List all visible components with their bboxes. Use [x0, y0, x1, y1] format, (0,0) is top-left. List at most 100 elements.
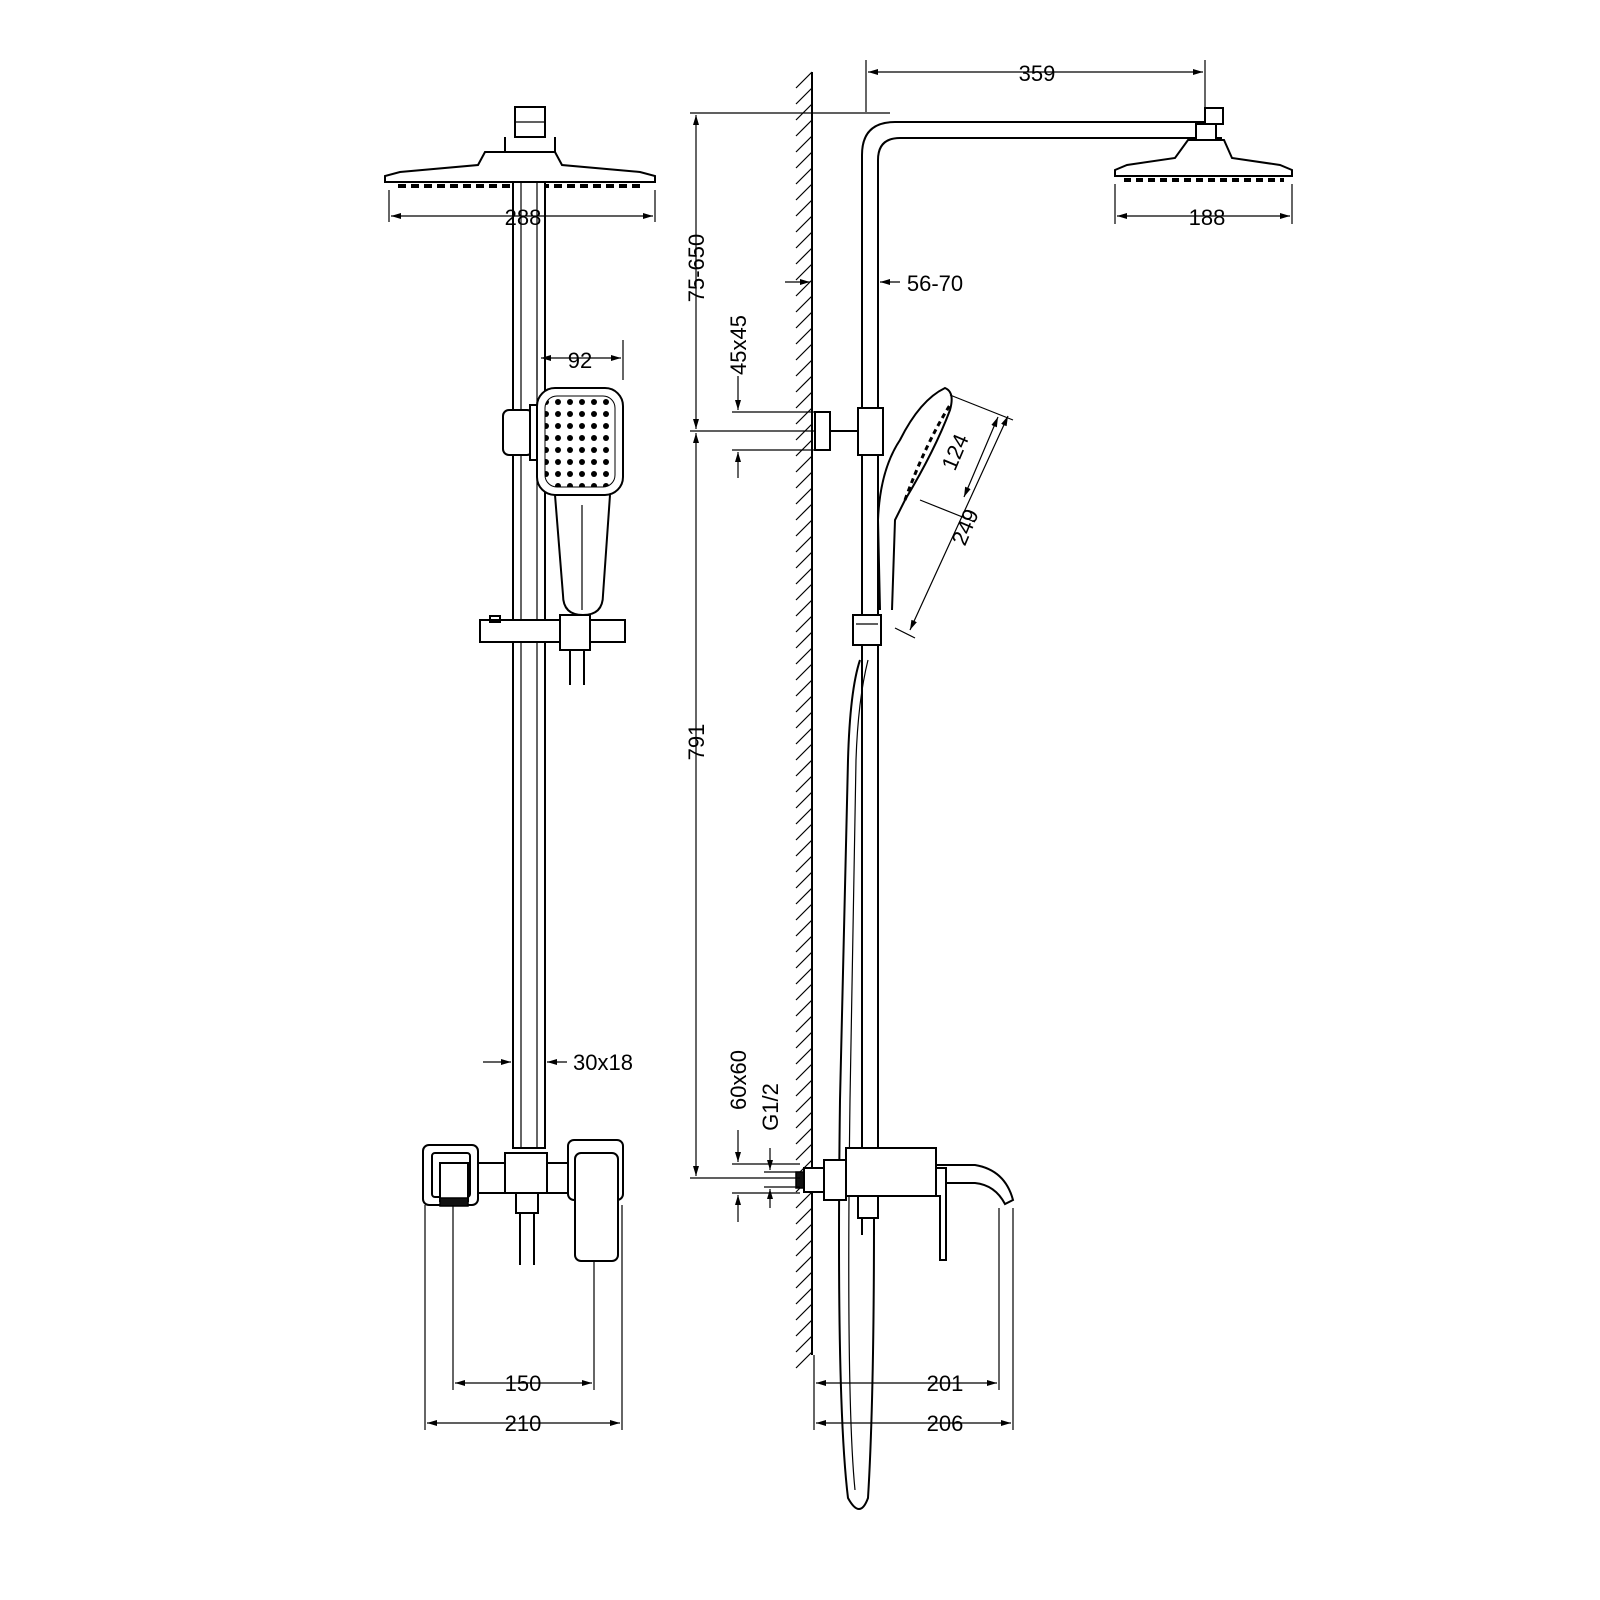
wall-hatch-line — [795, 807, 813, 825]
wall-hatch-line — [795, 311, 813, 329]
wall-hatch-line — [795, 695, 813, 713]
dim-rail-section: 30x18 — [573, 1050, 633, 1075]
wall-hatch-line — [795, 247, 813, 265]
wall-hatch-line — [795, 359, 813, 377]
side-dimension-labels: 359 188 56-70 75-650 45x45 124 249 791 6… — [684, 61, 1225, 1436]
dim-head-width: 288 — [505, 205, 542, 230]
wall-hatch-line — [795, 647, 813, 665]
wall-hatch-line — [795, 87, 813, 105]
dim-handshower-length: 249 — [946, 505, 983, 549]
dim-height-adjust: 75-650 — [684, 234, 709, 303]
wall-hatch-line — [795, 1127, 813, 1145]
wall-hatch-line — [795, 1015, 813, 1033]
wall-hatch-line — [795, 951, 813, 969]
wall-hatch-line — [795, 583, 813, 601]
wall-hatch-line — [795, 631, 813, 649]
front-rail — [512, 181, 546, 1149]
wall-hatch-line — [795, 791, 813, 809]
side-column — [861, 107, 1224, 1148]
wall-hatch-line — [795, 839, 813, 857]
side-dimensions — [690, 60, 1293, 1430]
wall-hatch-line — [795, 407, 813, 425]
side-mixer — [795, 1147, 1015, 1261]
dim-bracket-size: 45x45 — [726, 315, 751, 375]
wall-hatch-line — [795, 1303, 813, 1321]
wall-hatch-line — [795, 343, 813, 361]
wall-hatch-line — [795, 231, 813, 249]
wall-hatch-line — [795, 855, 813, 873]
wall-hatch-line — [795, 1319, 813, 1337]
wall-hatch-line — [795, 183, 813, 201]
dim-mixer-inner: 150 — [505, 1371, 542, 1396]
wall-hatch-line — [795, 1223, 813, 1241]
wall-hatch-line — [795, 135, 813, 153]
wall-hatch-line — [795, 775, 813, 793]
wall-hatch-line — [795, 1047, 813, 1065]
dim-bracket-offset: 56-70 — [907, 271, 963, 296]
wall-hatch-line — [795, 871, 813, 889]
wall-hatch-line — [795, 1143, 813, 1161]
dim-column-height: 791 — [684, 724, 709, 761]
wall-hatch-line — [795, 567, 813, 585]
wall-hatch-line — [795, 551, 813, 569]
wall-hatch-line — [795, 903, 813, 921]
wall-hatch-line — [795, 1351, 813, 1369]
wall-hatch-line — [795, 1239, 813, 1257]
wall-hatch-line — [795, 535, 813, 553]
front-mixer — [422, 1139, 624, 1265]
wall-hatch-line — [795, 151, 813, 169]
front-view: 288 92 30x18 150 210 — [384, 106, 656, 1436]
wall-hatch-line — [795, 1079, 813, 1097]
front-hand-shower — [536, 387, 624, 617]
wall-hatch-line — [795, 103, 813, 121]
dim-side-head-width: 188 — [1189, 205, 1226, 230]
wall-hatch-line — [795, 423, 813, 441]
wall-hatch-line — [795, 1095, 813, 1113]
wall-hatch-line — [795, 727, 813, 745]
wall-hatch-line — [795, 743, 813, 761]
front-dimension-labels: 288 92 30x18 150 210 — [505, 205, 633, 1436]
wall-hatch-line — [795, 759, 813, 777]
wall-hatch-line — [795, 199, 813, 217]
wall-hatch-line — [795, 391, 813, 409]
dim-mixer-outer: 210 — [505, 1411, 542, 1436]
dim-mixer-plate: 60x60 — [726, 1050, 751, 1110]
side-head-shower — [1114, 123, 1293, 182]
wall-hatch-line — [795, 1255, 813, 1273]
wall-hatch-line — [795, 215, 813, 233]
wall-hatch-line — [795, 679, 813, 697]
side-wall-bracket — [814, 407, 884, 456]
wall-hatch-line — [795, 263, 813, 281]
wall-hatch-line — [795, 1031, 813, 1049]
front-dimensions — [388, 190, 656, 1430]
wall-hatch-line — [795, 471, 813, 489]
wall-hatch-line — [795, 983, 813, 1001]
wall-hatch-line — [795, 887, 813, 905]
wall-hatch-line — [795, 1063, 813, 1081]
wall-hatch-line — [795, 327, 813, 345]
wall-hatch-line — [795, 967, 813, 985]
side-hose — [838, 659, 875, 1510]
wall-hatch-line — [795, 999, 813, 1017]
wall-hatch-line — [795, 375, 813, 393]
wall-hatch-line — [795, 1207, 813, 1225]
wall-hatch-line — [795, 439, 813, 457]
wall-hatch-line — [795, 295, 813, 313]
front-lower-holder — [479, 614, 626, 685]
wall-hatch-line — [795, 119, 813, 137]
wall-hatch-line — [795, 919, 813, 937]
wall — [795, 71, 813, 1369]
wall-hatch-line — [795, 663, 813, 681]
wall-hatch-line — [795, 519, 813, 537]
wall-hatch-line — [795, 71, 813, 89]
wall-hatch-line — [795, 1191, 813, 1209]
dim-spout-outer: 206 — [927, 1411, 964, 1436]
wall-hatch-line — [795, 487, 813, 505]
wall-hatch-line — [795, 455, 813, 473]
wall-hatch-line — [795, 599, 813, 617]
wall-hatch-line — [795, 1111, 813, 1129]
wall-hatch-line — [795, 1271, 813, 1289]
wall-hatch-line — [795, 167, 813, 185]
side-view: 359 188 56-70 75-650 45x45 124 249 791 6… — [684, 60, 1293, 1510]
